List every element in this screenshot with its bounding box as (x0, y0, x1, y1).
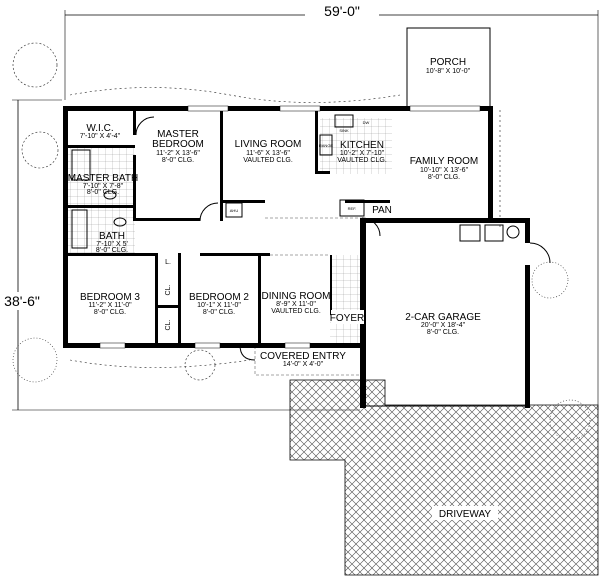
room-porch: PORCH 10'-8" X 10'-0" (426, 57, 471, 75)
room-wic: W.I.C. 7'-10" X 4'-4" (80, 123, 121, 140)
room-driveway: DRIVEWAY (432, 506, 498, 520)
linen-label: L. (165, 259, 171, 266)
svg-text:8'-9" X 11'-0": 8'-9" X 11'-0" (276, 301, 316, 308)
room-family: FAMILY ROOM 10'-10" X 13'-6" 8'-0" CLG. (410, 156, 479, 181)
svg-text:8'-0" CLG.: 8'-0" CLG. (94, 309, 126, 316)
svg-text:8'-0" CLG.: 8'-0" CLG. (427, 329, 459, 336)
refrigerator (339, 199, 365, 217)
pantry-label: PAN (372, 205, 392, 216)
room-master-bath: MASTER BATH 7'-10" X 7'-8" 8'-0" CLG. (68, 173, 138, 196)
svg-text:7'-10" X 7'-8": 7'-10" X 7'-8" (83, 183, 124, 190)
svg-text:COVERED ENTRY: COVERED ENTRY (260, 351, 346, 362)
depth-label: 38'-6" (4, 293, 40, 309)
svg-text:BEDROOM 3: BEDROOM 3 (80, 292, 140, 303)
room-master-bedroom: MASTER BEDROOM 11'-2" X 13'-6" 8'-0" CLG… (152, 129, 204, 164)
svg-text:11'-6" X 13'-6": 11'-6" X 13'-6" (246, 150, 290, 157)
svg-text:14'-0" X 4'-0": 14'-0" X 4'-0" (283, 361, 324, 368)
svg-text:BEDROOM: BEDROOM (152, 139, 204, 150)
svg-text:8'-0" CLG.: 8'-0" CLG. (87, 189, 119, 196)
fixtures: AHU REF. SINK DW RANGE PAN L. CL. CL. (71, 114, 392, 331)
svg-text:8'-0" CLG.: 8'-0" CLG. (203, 309, 235, 316)
ahu-label: AHU (230, 208, 239, 213)
svg-text:PORCH: PORCH (430, 57, 466, 68)
svg-text:DRIVEWAY: DRIVEWAY (439, 509, 492, 520)
bath-tub-icon (71, 209, 88, 249)
kitchen-sink (334, 114, 354, 128)
closet-label: CL. (165, 320, 172, 331)
svg-text:10'-1" X 11'-0": 10'-1" X 11'-0" (197, 302, 241, 309)
driveway (289, 379, 599, 576)
master-tub-icon (71, 149, 91, 181)
svg-text:10'-8" X 10'-0": 10'-8" X 10'-0" (426, 68, 471, 75)
landscaping (12, 42, 591, 441)
washer-icon (459, 224, 481, 242)
width-label: 59'-0" (324, 3, 360, 19)
svg-text:VAULTED CLG.: VAULTED CLG. (337, 157, 387, 164)
room-bedroom-2: BEDROOM 2 10'-1" X 11'-0" 8'-0" CLG. (189, 292, 249, 316)
closet-label: CL. (165, 285, 172, 296)
svg-text:8'-0" CLG.: 8'-0" CLG. (96, 247, 128, 254)
doors (135, 116, 551, 361)
exterior-walls (63, 105, 493, 349)
svg-text:11'-2" X 13'-6": 11'-2" X 13'-6" (156, 150, 200, 157)
sink-label: SINK (339, 128, 349, 133)
room-dining: DINING ROOM 8'-9" X 11'-0" VAULTED CLG. (262, 291, 331, 315)
room-kitchen: KITCHEN 10'-2" X 7'-10" VAULTED CLG. (337, 140, 387, 164)
svg-text:DINING ROOM: DINING ROOM (262, 291, 331, 302)
room-bath: BATH 7'-10" X 5' 8'-0" CLG. (96, 231, 128, 254)
svg-text:VAULTED CLG.: VAULTED CLG. (243, 157, 293, 164)
svg-text:2-CAR GARAGE: 2-CAR GARAGE (405, 312, 481, 323)
foyer-tile (330, 255, 362, 345)
room-foyer: FOYER (330, 310, 364, 324)
depth-dimension: 38'-6" (0, 99, 360, 411)
svg-text:10'-10" X 13'-6": 10'-10" X 13'-6" (420, 167, 469, 174)
svg-text:7'-10" X 5': 7'-10" X 5' (96, 241, 128, 248)
svg-text:KITCHEN: KITCHEN (340, 140, 384, 151)
svg-text:W.I.C.: W.I.C. (86, 123, 113, 134)
dryer-icon (484, 224, 504, 242)
interior-walls (67, 111, 390, 345)
svg-text:BATH: BATH (99, 231, 125, 242)
range-label: RANGE (319, 143, 334, 148)
room-covered-entry: COVERED ENTRY 14'-0" X 4'-0" (260, 351, 346, 368)
svg-text:MASTER: MASTER (157, 129, 199, 140)
svg-text:VAULTED CLG.: VAULTED CLG. (271, 308, 321, 315)
sink-icon (113, 217, 127, 227)
svg-text:20'-0" X 18'-4": 20'-0" X 18'-4" (421, 322, 466, 329)
range (319, 134, 333, 156)
svg-text:8'-0" CLG.: 8'-0" CLG. (428, 174, 460, 181)
svg-text:7'-10" X 4'-4": 7'-10" X 4'-4" (80, 133, 121, 140)
room-bedroom-3: BEDROOM 3 11'-2" X 11'-0" 8'-0" CLG. (80, 292, 140, 316)
svg-text:10'-2" X 7'-10": 10'-2" X 7'-10" (340, 150, 385, 157)
water-heater-icon (506, 225, 520, 239)
svg-text:11'-2" X 11'-0": 11'-2" X 11'-0" (88, 302, 132, 309)
svg-text:FAMILY ROOM: FAMILY ROOM (410, 156, 479, 167)
sink-icon (103, 190, 117, 200)
ref-label: REF. (348, 206, 357, 211)
svg-text:BEDROOM 2: BEDROOM 2 (189, 292, 249, 303)
svg-text:8'-0" CLG.: 8'-0" CLG. (162, 157, 194, 164)
ahu-box (225, 202, 243, 218)
dw-label: DW (363, 120, 370, 125)
room-garage: 2-CAR GARAGE 20'-0" X 18'-4" 8'-0" CLG. (405, 312, 481, 336)
width-dimension: 59'-0" (64, 3, 599, 410)
svg-text:FOYER: FOYER (330, 313, 364, 324)
svg-text:MASTER BATH: MASTER BATH (68, 173, 138, 184)
svg-text:LIVING ROOM: LIVING ROOM (235, 139, 302, 150)
room-living: LIVING ROOM 11'-6" X 13'-6" VAULTED CLG. (235, 139, 302, 164)
